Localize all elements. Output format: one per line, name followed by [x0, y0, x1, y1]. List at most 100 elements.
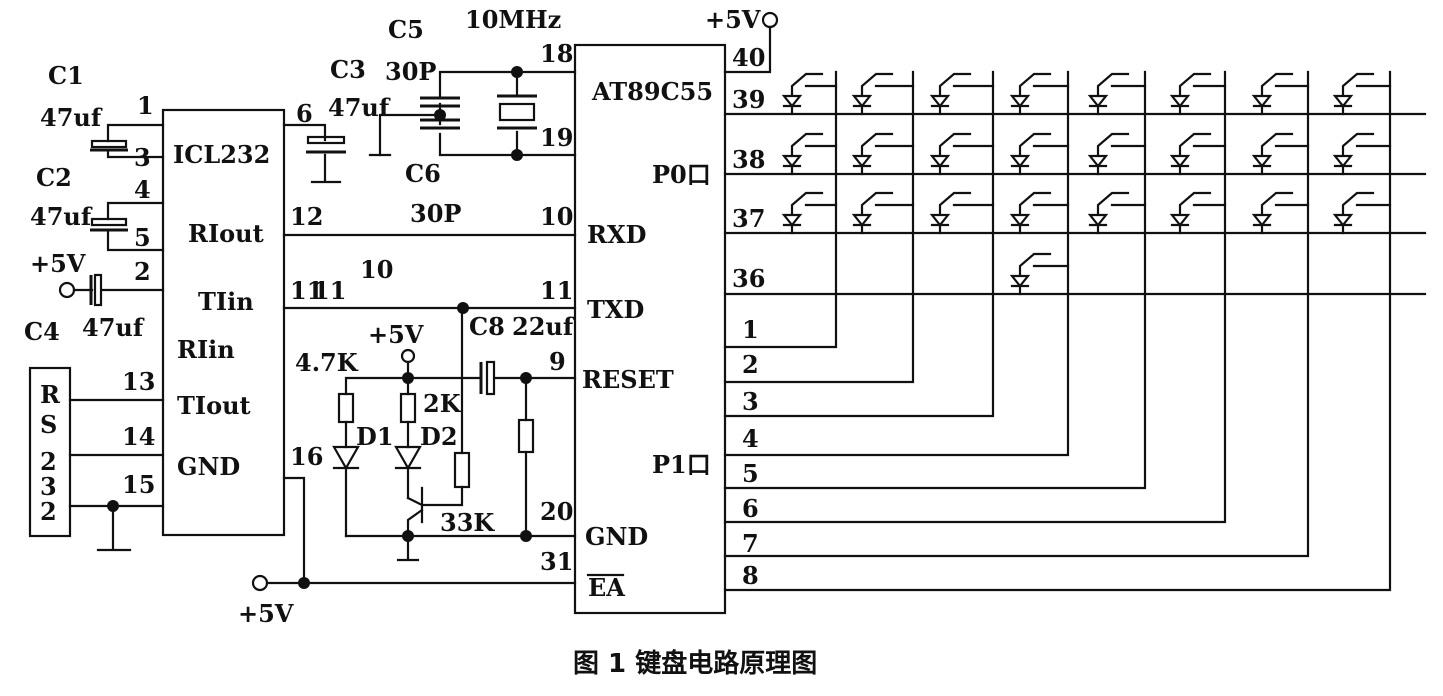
r2-label: 2K: [423, 389, 462, 418]
c6-value: 30P: [410, 199, 461, 228]
d2-label: D2: [420, 422, 458, 451]
c4-label: C4: [24, 317, 60, 346]
icl232-label-riout: RIout: [188, 219, 264, 248]
at89c55-pin-p1-2: 2: [742, 350, 759, 379]
key-switch-r3-c8: [1332, 191, 1392, 235]
at89c55-pin-20: 20: [540, 497, 573, 526]
pin40-supply: +5V: [705, 5, 779, 74]
key-switch-r1-c8: [1332, 72, 1392, 116]
rs232-char-2: S: [40, 410, 57, 439]
icl232-label-tiout: TIout: [177, 391, 251, 420]
matrix-column-line-4: [723, 70, 1070, 457]
reset-circuit: +5V 4.7K 2K 33K D1 D2 C8 22uf: [295, 306, 577, 562]
c4-supply-label: +5V: [30, 249, 86, 278]
c8-label: C8: [469, 312, 505, 341]
at89c55-pin-p1-3: 3: [742, 387, 759, 416]
d1-label: D1: [356, 422, 394, 451]
rs232-char-5: 2: [40, 497, 57, 526]
key-switch-r1-c6: [1169, 72, 1227, 116]
matrix-column-line-2: [723, 70, 915, 384]
at89c55-pin-18: 18: [540, 39, 573, 68]
key-switch-r3-c5: [1087, 191, 1147, 235]
rs232-char-3: 2: [40, 447, 57, 476]
at89c55-pin-p1-1: 1: [742, 315, 759, 344]
key-switch-r1-c5: [1087, 72, 1147, 116]
at89c55-label-p0: P0口: [652, 160, 711, 189]
rs232-char-4: 3: [40, 472, 57, 501]
icl232-pin-11: 11: [290, 276, 323, 305]
icl232-name: ICL232: [173, 140, 270, 169]
at89c55-label-ea: EA: [588, 573, 625, 602]
key-switch-r3-c1: [781, 191, 838, 235]
key-switch-r2-c5: [1087, 132, 1147, 176]
at89c55-pin-39: 39: [732, 85, 765, 114]
icl232-chip: ICL232 RIout TIin RIin TIout GND: [161, 108, 286, 537]
at89c55-pin-p1-5: 5: [742, 459, 759, 488]
key-switch-r3-c7: [1251, 191, 1310, 235]
at89c55-pin-p1-4: 4: [742, 424, 759, 453]
c2-value: 47uf: [30, 202, 93, 231]
crystal-label: 10MHz: [465, 5, 561, 34]
key-switch-r3-c4: [1009, 191, 1070, 235]
at89c55-pin-10: 10: [540, 202, 573, 231]
icl232-pin-6: 6: [296, 99, 313, 128]
key-switch-r4-c4: [1009, 252, 1070, 296]
matrix-column-line-7: [723, 70, 1310, 558]
reset-supply-label: +5V: [368, 320, 424, 349]
icl232-pin-5: 5: [134, 223, 151, 252]
capacitor-c1: C1 47uf: [40, 61, 165, 159]
pin40-supply-label: +5V: [705, 5, 761, 34]
key-switch-r2-c6: [1169, 132, 1227, 176]
at89c55-label-p1: P1口: [652, 450, 711, 479]
capacitor-c4: +5V C4 47uf: [24, 249, 165, 346]
at89c55-pin-9: 9: [549, 347, 566, 376]
at89c55-label-gnd: GND: [585, 522, 648, 551]
figure-caption: 图 1 键盘电路原理图: [573, 648, 817, 679]
key-switch-r3-c2: [851, 191, 915, 235]
at89c55-left-pin-numbers: 18 19 10 11 9 20 31: [540, 39, 573, 576]
key-switch-r2-c8: [1332, 132, 1392, 176]
icl232-pin-numbers: 1 3 4 5 2 6 12 11 13 14 15 16: [122, 91, 323, 499]
capacitor-c2: C2 47uf: [30, 163, 165, 252]
c5-label: C5: [388, 15, 424, 44]
matrix-column-line-3: [723, 70, 995, 418]
key-switch-r1-c4: [1009, 72, 1070, 116]
key-switch-r3-c3: [929, 191, 995, 235]
key-switch-r1-c1: [781, 72, 838, 116]
c1-value: 47uf: [40, 103, 103, 132]
icl232-pin-15: 15: [122, 470, 155, 499]
icl232-pin-12: 12: [290, 202, 323, 231]
matrix-column-line-8: [723, 70, 1392, 592]
at89c55-pin-p1-8: 8: [742, 561, 759, 590]
c2-label: C2: [36, 163, 72, 192]
icl232-pin-13: 13: [122, 367, 155, 396]
key-switch-r2-c4: [1009, 132, 1070, 176]
icl232-label-riin: RIin: [177, 335, 235, 364]
rs232-char-1: R: [40, 380, 61, 409]
at89c55-pin-37: 37: [732, 204, 765, 233]
at89c55-label-rxd: RXD: [587, 220, 646, 249]
key-switch-r2-c1: [781, 132, 838, 176]
icl232-pin-14: 14: [122, 422, 155, 451]
icl232-pin-1: 1: [137, 91, 154, 120]
at89c55-pin-31: 31: [540, 547, 573, 576]
c6-label: C6: [405, 159, 441, 188]
matrix-column-line-5: [723, 70, 1147, 490]
at89c55-label-txd: TXD: [587, 295, 644, 324]
oscillator-circuit: C5 30P 10MHz C6 30P: [368, 5, 577, 228]
ea-supply-label: +5V: [238, 599, 294, 628]
at89c55-right-pin-numbers: 40 39 38 37 36 1 2 3 4 5 6 7 8: [732, 43, 765, 590]
c8-value: 22uf: [512, 312, 575, 341]
wire-label-10: 10: [360, 255, 393, 284]
key-switch-r2-c3: [929, 132, 995, 176]
at89c55-pin-19: 19: [540, 123, 573, 152]
key-switch-r2-c2: [851, 132, 915, 176]
icl232-label-gnd: GND: [177, 452, 240, 481]
ea-supply-wiring: +5V: [238, 476, 577, 628]
icl232-pin-16: 16: [290, 442, 323, 471]
serial-wires: 10 11: [282, 233, 577, 314]
at89c55-pin-11: 11: [540, 276, 573, 305]
icl232-pin-2: 2: [134, 257, 151, 286]
c3-label: C3: [330, 55, 366, 84]
at89c55-chip: AT89C55 RXD TXD RESET GND EA P0口 P1口: [573, 43, 727, 615]
